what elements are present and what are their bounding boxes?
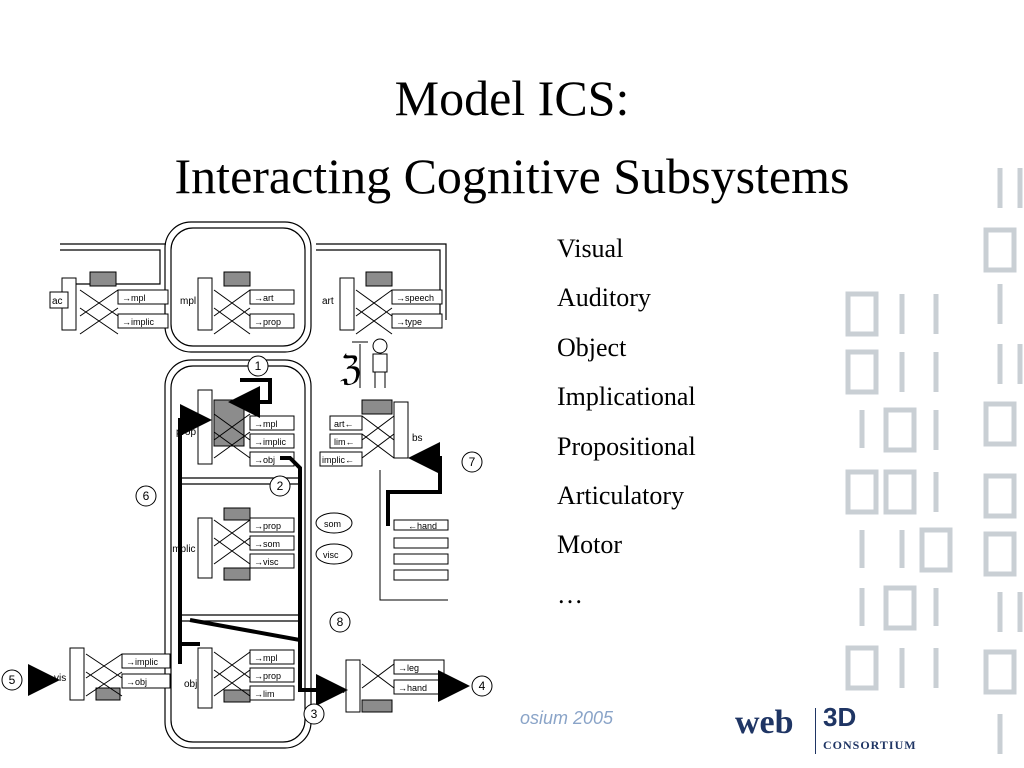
- step-4: 4: [479, 679, 486, 693]
- footer-text: osium 2005: [520, 708, 614, 728]
- list-item: Implicational: [557, 382, 696, 412]
- subsystem-list: Visual Auditory Object Implicational Pro…: [557, 228, 696, 623]
- label-bs-in3: implic←: [322, 455, 354, 465]
- som-node: [315, 512, 353, 534]
- list-item: Articulatory: [557, 480, 685, 510]
- label-bs-in2: lim←: [334, 437, 355, 447]
- subsystem-art: art →speech →type: [322, 271, 443, 335]
- label-bs-hand: ←hand: [408, 521, 437, 531]
- label-prop-out3: →obj: [254, 455, 275, 465]
- label-bs-in1: art←: [334, 419, 354, 429]
- logo-web: web: [735, 704, 794, 741]
- label-art-out2: →type: [396, 317, 422, 327]
- step-1: 1: [255, 359, 262, 373]
- step-5: 5: [9, 673, 16, 687]
- label-implic-out2: →som: [254, 539, 280, 549]
- list-item: Auditory: [557, 283, 651, 313]
- label-ac-out2: →implic: [122, 317, 155, 327]
- slide-title-line2: Interacting Cognitive Subsystems: [174, 148, 850, 204]
- visc-node: [315, 543, 353, 565]
- subsystem-obj: obj →mpl →prop →lim: [184, 647, 295, 709]
- label-prop-out2: →implic: [254, 437, 287, 447]
- label-implic-out1: →prop: [254, 521, 281, 531]
- subsystem-mpl: mpl →art →prop: [180, 271, 295, 335]
- logo-consortium: CONSORTIUM: [823, 738, 917, 752]
- label-ac: ac: [52, 296, 63, 307]
- web3d-logo: web 3D CONSORTIUM: [735, 702, 935, 756]
- step-6: 6: [143, 489, 150, 503]
- ics-diagram: ac →mpl →implic mpl →art →prop art →spee…: [1, 221, 493, 749]
- list-item: Object: [557, 332, 627, 362]
- person-icon: [372, 338, 388, 354]
- subsystem-ac: ac →mpl →implic: [49, 271, 169, 335]
- label-art: art: [322, 296, 334, 307]
- subsystem-implic: implic →prop →som →visc: [170, 507, 295, 581]
- step-7: 7: [469, 455, 476, 469]
- label-mpl-out2: →prop: [254, 317, 281, 327]
- list-item: Motor: [557, 530, 622, 560]
- subsystem-prop: prop →mpl →implic →obj: [176, 389, 295, 467]
- subsystem-bs: bs art← lim← implic← ℨ ←hand: [319, 338, 449, 601]
- label-ac-out1: →mpl: [122, 293, 146, 303]
- label-lim-out2: →hand: [398, 683, 427, 693]
- label-prop-out1: →mpl: [254, 419, 278, 429]
- logo-separator: [815, 708, 816, 754]
- label-obj-out3: →lim: [254, 689, 275, 699]
- step-2: 2: [277, 479, 284, 493]
- label-visc: visc: [323, 550, 339, 560]
- logo-3d: 3D: [823, 702, 857, 732]
- label-obj-out1: →mpl: [254, 653, 278, 663]
- label-implic-out3: →visc: [254, 557, 279, 567]
- subsystem-lim: lim →leg →hand: [332, 659, 445, 713]
- list-item: …: [557, 579, 583, 609]
- label-obj-out2: →prop: [254, 671, 281, 681]
- slide-title-line1: Model ICS:: [394, 70, 630, 126]
- label-vis: vis: [54, 673, 66, 684]
- label-bs: bs: [412, 433, 423, 444]
- step-8: 8: [337, 615, 344, 629]
- list-item: Visual: [557, 234, 624, 263]
- label-obj: obj: [184, 679, 197, 690]
- label-art-out1: →speech: [396, 293, 434, 303]
- label-zeta: ℨ: [340, 350, 361, 388]
- label-mpl: mpl: [180, 296, 196, 307]
- list-item: Propositional: [557, 431, 696, 461]
- background-pattern: [845, 168, 1023, 754]
- label-lim-out1: →leg: [398, 663, 419, 673]
- step-3: 3: [311, 707, 318, 721]
- label-mpl-out1: →art: [254, 293, 274, 303]
- label-vis-out2: →obj: [126, 677, 147, 687]
- subsystem-vis: vis →implic →obj: [54, 647, 171, 701]
- label-implic: implic: [170, 544, 196, 555]
- label-som: som: [324, 519, 341, 529]
- label-vis-out1: →implic: [126, 657, 159, 667]
